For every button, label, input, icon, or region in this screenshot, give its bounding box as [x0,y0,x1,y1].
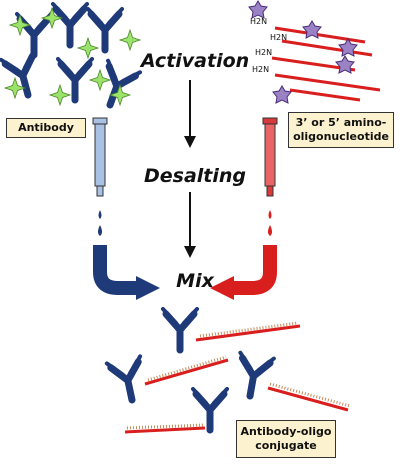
antibody-merge-arrow [93,245,160,300]
oligo-cluster-activated: H2N H2N H2N H2N [248,0,381,104]
conjugate-cluster [107,309,351,432]
stage-mix-label: Mix [176,270,214,292]
amine-group-label: H2N [250,17,267,26]
oligo-merge-arrow [210,245,277,300]
flow-arrow-desalting-to-mix [184,192,196,258]
desalting-column-oligo [262,117,278,236]
stage-desalting-label: Desalting [143,165,247,187]
conjugate-label: Antibody-oligo conjugate [236,420,336,458]
amine-group-label: H2N [252,65,269,74]
amine-group-label: H2N [255,48,272,57]
stage-activation-label: Activation [140,50,250,72]
desalting-column-antibody [92,117,108,236]
oligonucleotide-label: 3’ or 5’ amino- oligonucleotide [288,112,394,148]
amine-group-label: H2N [270,33,287,42]
flow-arrow-activation-to-desalting [184,80,196,148]
antibody-label: Antibody [6,118,86,138]
